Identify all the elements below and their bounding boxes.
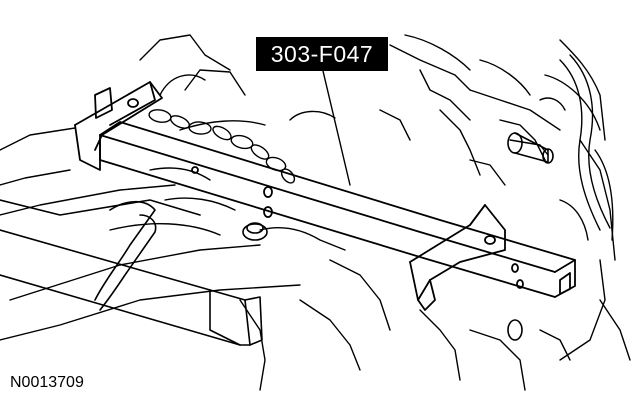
main-bracket-tube	[99, 121, 576, 298]
hose-lines	[559, 54, 614, 241]
right-mounting-plate	[409, 204, 506, 311]
left-mounting-plate	[74, 81, 163, 171]
lifting-chain	[148, 109, 296, 184]
engine-background-lines	[0, 34, 631, 391]
left-arm	[94, 200, 157, 311]
figure-id-label: N0013709	[10, 374, 84, 391]
callout-leader-line	[322, 70, 351, 186]
engine-lift-eye	[242, 222, 268, 241]
tool-callout-label: 303-F047	[256, 37, 388, 71]
foreground-crossmember	[0, 199, 263, 346]
engine-stud	[507, 132, 554, 341]
